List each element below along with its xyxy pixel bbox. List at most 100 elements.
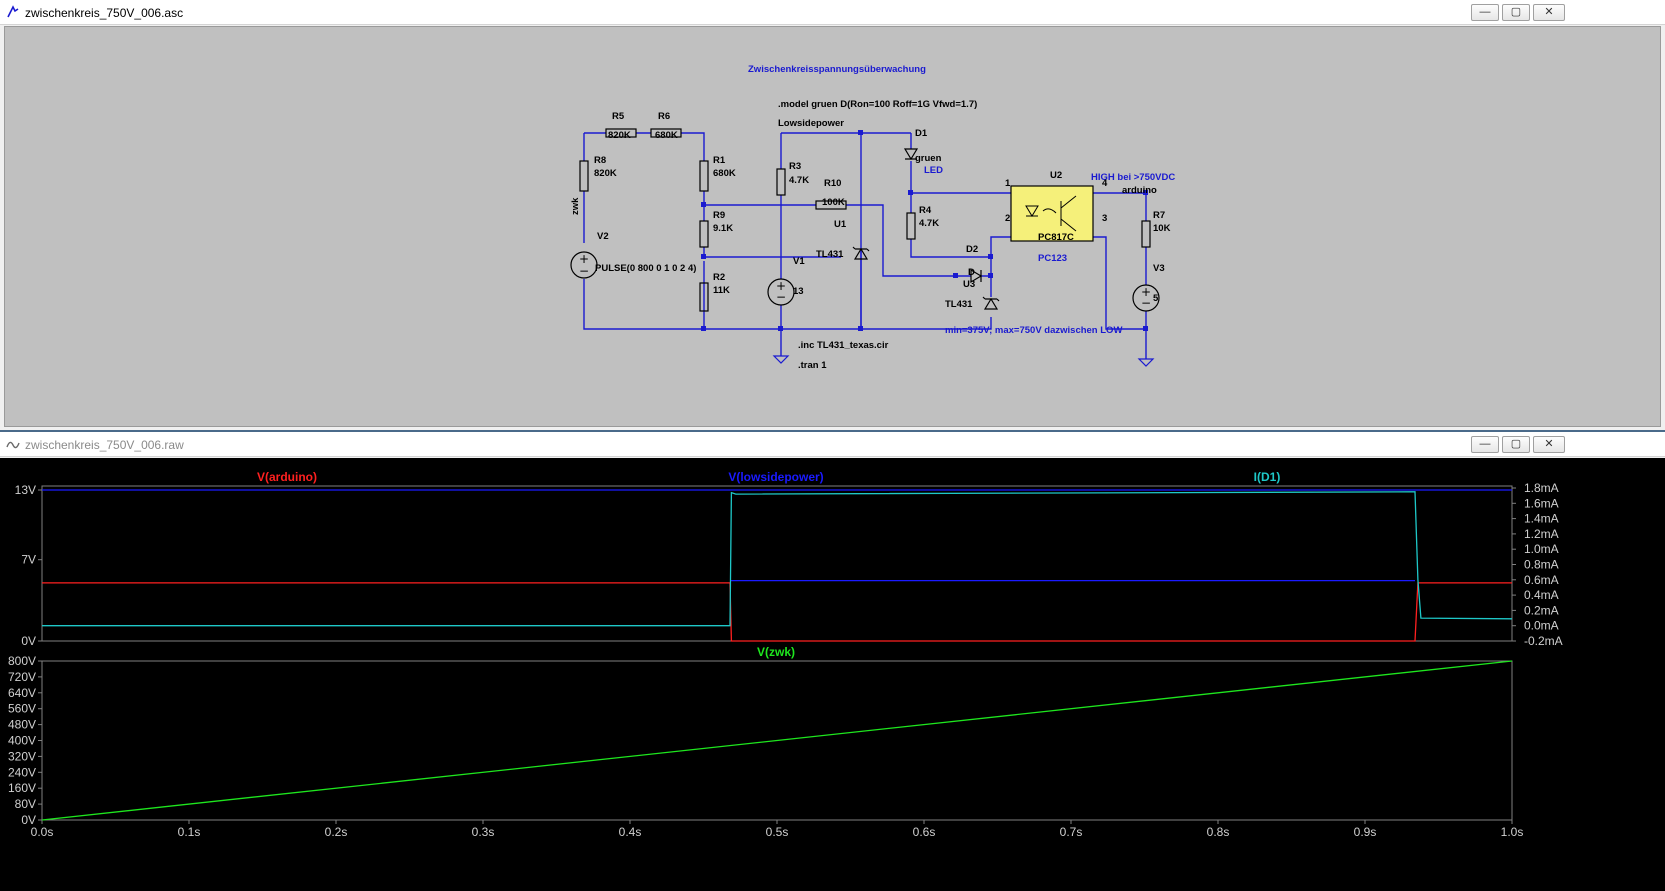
value-u1[interactable]: TL431 — [816, 249, 844, 260]
label-v1[interactable]: V1 — [793, 256, 805, 267]
upper-left-tick-label: 7V — [21, 553, 36, 567]
upper-left-tick-label: 0V — [21, 634, 36, 648]
waveform-close-button[interactable]: ✕ — [1533, 436, 1565, 453]
value-r10[interactable]: 100K — [822, 197, 845, 208]
value-r2[interactable]: 11K — [713, 285, 730, 296]
trace-v-arduino — [42, 582, 1512, 642]
value-v1[interactable]: 13 — [793, 286, 804, 297]
pin-4: 4 — [1102, 178, 1108, 189]
lower-left-tick-label: 320V — [8, 749, 36, 763]
schematic-maximize-button[interactable]: ▢ — [1502, 4, 1530, 21]
upper-left-tick-label: 13V — [15, 483, 36, 497]
schematic-close-button[interactable]: ✕ — [1533, 4, 1565, 21]
value-r8[interactable]: 820K — [594, 168, 617, 179]
label-r3[interactable]: R3 — [789, 161, 802, 172]
upper-right-tick-label: 1.2mA — [1524, 527, 1559, 541]
label-r9[interactable]: R9 — [713, 210, 726, 221]
label-d2[interactable]: D2 — [966, 244, 979, 255]
label-r6[interactable]: R6 — [658, 111, 671, 122]
waveform-svg[interactable]: V(arduino)V(lowsidepower)I(D1)V(zwk)13V7… — [0, 458, 1665, 869]
trace-label-zwk: V(zwk) — [757, 645, 795, 659]
schematic-diodes — [852, 148, 1000, 310]
extra-d1[interactable]: LED — [924, 165, 943, 176]
note-high[interactable]: HIGH bei >750VDC — [1091, 172, 1176, 183]
value-r6[interactable]: 680K — [655, 130, 678, 141]
waveform-viewer-icon — [6, 441, 20, 449]
value-d2[interactable]: D — [968, 267, 975, 278]
value-v2[interactable]: PULSE(0 800 0 1 0 2 4) — [595, 263, 697, 274]
label-v3[interactable]: V3 — [1153, 263, 1165, 274]
upper-right-tick-label: 0.8mA — [1524, 558, 1559, 572]
note-range[interactable]: min=375V; max=750V dazwischen LOW — [945, 325, 1123, 336]
label-u3[interactable]: U3 — [963, 279, 976, 290]
schematic-window-title: zwischenkreis_750V_006.asc — [25, 6, 184, 20]
pin-2: 2 — [1005, 213, 1011, 224]
lower-left-tick-label: 800V — [8, 654, 36, 668]
svg-text:−: − — [776, 290, 786, 304]
value-r4[interactable]: 4.7K — [919, 218, 940, 229]
x-tick-label: 0.6s — [913, 825, 936, 839]
value-u2[interactable]: PC817C — [1038, 232, 1074, 243]
upper-right-tick-label: -0.2mA — [1524, 634, 1563, 648]
schematic-canvas[interactable]: +− +− +− — [4, 26, 1661, 427]
label-d1[interactable]: D1 — [915, 128, 928, 139]
label-r1[interactable]: R1 — [713, 155, 726, 166]
x-tick-label: 0.5s — [766, 825, 789, 839]
label-r2[interactable]: R2 — [713, 272, 726, 283]
extra-u2[interactable]: PC123 — [1038, 253, 1068, 264]
label-r10[interactable]: R10 — [824, 178, 842, 189]
schematic-sources — [570, 251, 1160, 312]
value-r3[interactable]: 4.7K — [789, 175, 810, 186]
upper-right-tick-label: 1.8mA — [1524, 481, 1559, 495]
tran-directive[interactable]: .tran 1 — [798, 360, 827, 371]
waveform-titlebar[interactable]: zwischenkreis_750V_006.raw — ▢ ✕ — [0, 432, 1665, 457]
trace-v-zwk — [41, 660, 1513, 821]
net-label-lowsidepower[interactable]: Lowsidepower — [778, 118, 844, 129]
value-r7[interactable]: 10K — [1153, 223, 1171, 234]
net-label-zwk[interactable]: zwk — [570, 197, 581, 215]
value-r1[interactable]: 680K — [713, 168, 736, 179]
schematic-title-text[interactable]: Zwischenkreisspannungsüberwachung — [748, 64, 926, 75]
inc-directive[interactable]: .inc TL431_texas.cir — [798, 340, 889, 351]
label-r4[interactable]: R4 — [919, 205, 932, 216]
label-u2[interactable]: U2 — [1050, 170, 1063, 181]
pin-3: 3 — [1102, 213, 1108, 224]
waveform-minimize-button[interactable]: — — [1471, 436, 1499, 453]
label-r5[interactable]: R5 — [612, 111, 625, 122]
waveform-maximize-button[interactable]: ▢ — [1502, 436, 1530, 453]
value-r5[interactable]: 820K — [608, 130, 631, 141]
value-v3[interactable]: 5 — [1153, 293, 1159, 304]
x-tick-label: 0.8s — [1207, 825, 1230, 839]
svg-text:−: − — [1141, 296, 1151, 310]
svg-text:+: + — [1141, 285, 1151, 299]
schematic-titlebar[interactable]: zwischenkreis_750V_006.asc — ▢ ✕ — [0, 0, 1665, 25]
x-tick-label: 0.1s — [178, 825, 201, 839]
label-v2[interactable]: V2 — [597, 231, 609, 242]
lower-left-tick-label: 560V — [8, 702, 36, 716]
trace-label-2: I(D1) — [1254, 470, 1281, 484]
upper-right-tick-label: 0.0mA — [1524, 619, 1559, 633]
x-tick-label: 0.0s — [31, 825, 54, 839]
x-tick-label: 1.0s — [1501, 825, 1524, 839]
label-r7[interactable]: R7 — [1153, 210, 1166, 221]
lower-left-tick-label: 640V — [8, 686, 36, 700]
label-u1[interactable]: U1 — [834, 219, 847, 230]
net-label-arduino[interactable]: arduino — [1122, 185, 1157, 196]
x-tick-label: 0.7s — [1060, 825, 1083, 839]
model-directive[interactable]: .model gruen D(Ron=100 Roff=1G Vfwd=1.7) — [778, 99, 978, 110]
waveform-window: zwischenkreis_750V_006.raw — ▢ ✕ V(ardui… — [0, 430, 1665, 891]
schematic-minimize-button[interactable]: — — [1471, 4, 1499, 21]
upper-right-tick-label: 0.6mA — [1524, 573, 1559, 587]
svg-text:+: + — [776, 279, 786, 293]
value-r9[interactable]: 9.1K — [713, 223, 734, 234]
value-d1[interactable]: gruen — [915, 153, 942, 164]
label-r8[interactable]: R8 — [594, 155, 607, 166]
x-tick-label: 0.2s — [325, 825, 348, 839]
svg-text:+: + — [579, 252, 589, 266]
schematic-resistors — [579, 128, 1151, 312]
upper-right-tick-label: 1.6mA — [1524, 496, 1559, 510]
value-u3[interactable]: TL431 — [945, 299, 973, 310]
upper-right-tick-label: 1.0mA — [1524, 542, 1559, 556]
lower-left-tick-label: 480V — [8, 718, 36, 732]
